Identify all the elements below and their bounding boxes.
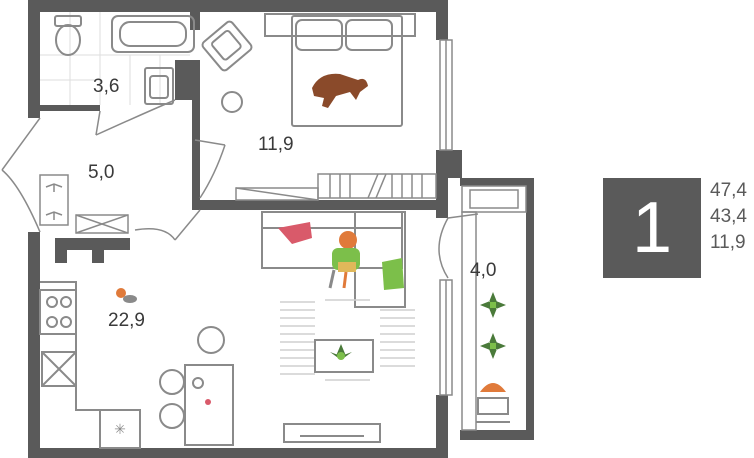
area-summary: 47,4 43,4 11,9: [710, 178, 754, 256]
armchair-icon: [201, 20, 253, 72]
bedroom-wardrobe: [235, 173, 437, 201]
kitchen-counter: [40, 281, 141, 449]
pillow-icon: [278, 222, 312, 244]
floor-plan: 3,6 5,0: [1, 0, 534, 458]
walls: [28, 0, 534, 458]
bathroom-area-label: 3,6: [93, 76, 119, 97]
plant-icon: [330, 344, 352, 360]
bedroom-area-label: 11,9: [258, 134, 294, 155]
stove-icon: [39, 289, 77, 335]
bathroom-tiles: [40, 12, 190, 105]
third-area-value: 11,9: [710, 232, 746, 253]
person-icon: [328, 231, 360, 289]
bathroom-door: [95, 99, 176, 136]
dog-icon: [312, 73, 368, 108]
bedroom-door: [194, 139, 226, 199]
living-door: [134, 209, 201, 241]
tv-stand: [283, 423, 381, 443]
cup-icon: [205, 399, 211, 405]
double-bed-icon: [264, 13, 416, 127]
total-area-value: 47,4: [710, 180, 747, 201]
dining-table: [184, 364, 234, 446]
shoe-rack-icon: [39, 174, 69, 226]
chair-icon: [159, 326, 225, 429]
washbasin-icon: [144, 67, 174, 105]
living-area-label: 22,9: [108, 310, 145, 331]
room-count: 1: [631, 188, 673, 268]
entrance-door: [1, 117, 41, 233]
fridge-icon: ✳: [114, 421, 126, 437]
mouse-icon: [116, 288, 137, 303]
balcony-chair-icon: [476, 383, 510, 423]
balcony-door: [438, 213, 479, 279]
hallway-area-label: 5,0: [88, 162, 114, 183]
bedroom-window: [439, 39, 453, 151]
balcony-window: [439, 185, 527, 431]
sink-icon: [41, 351, 77, 387]
wardrobe-icon: [75, 214, 129, 234]
room-count-badge: 1: [603, 178, 701, 278]
rug-icon: [280, 299, 415, 381]
toilet-icon: [54, 15, 82, 56]
balcony-area-label: 4,0: [470, 260, 496, 281]
balcony-plant-icon: [480, 292, 506, 359]
living-area-value: 43,4: [710, 206, 747, 227]
bathtub-icon: [111, 15, 195, 53]
bedroom-round-table: [221, 91, 243, 113]
pillow-icon-green: [382, 258, 404, 290]
coffee-table: [314, 339, 374, 373]
